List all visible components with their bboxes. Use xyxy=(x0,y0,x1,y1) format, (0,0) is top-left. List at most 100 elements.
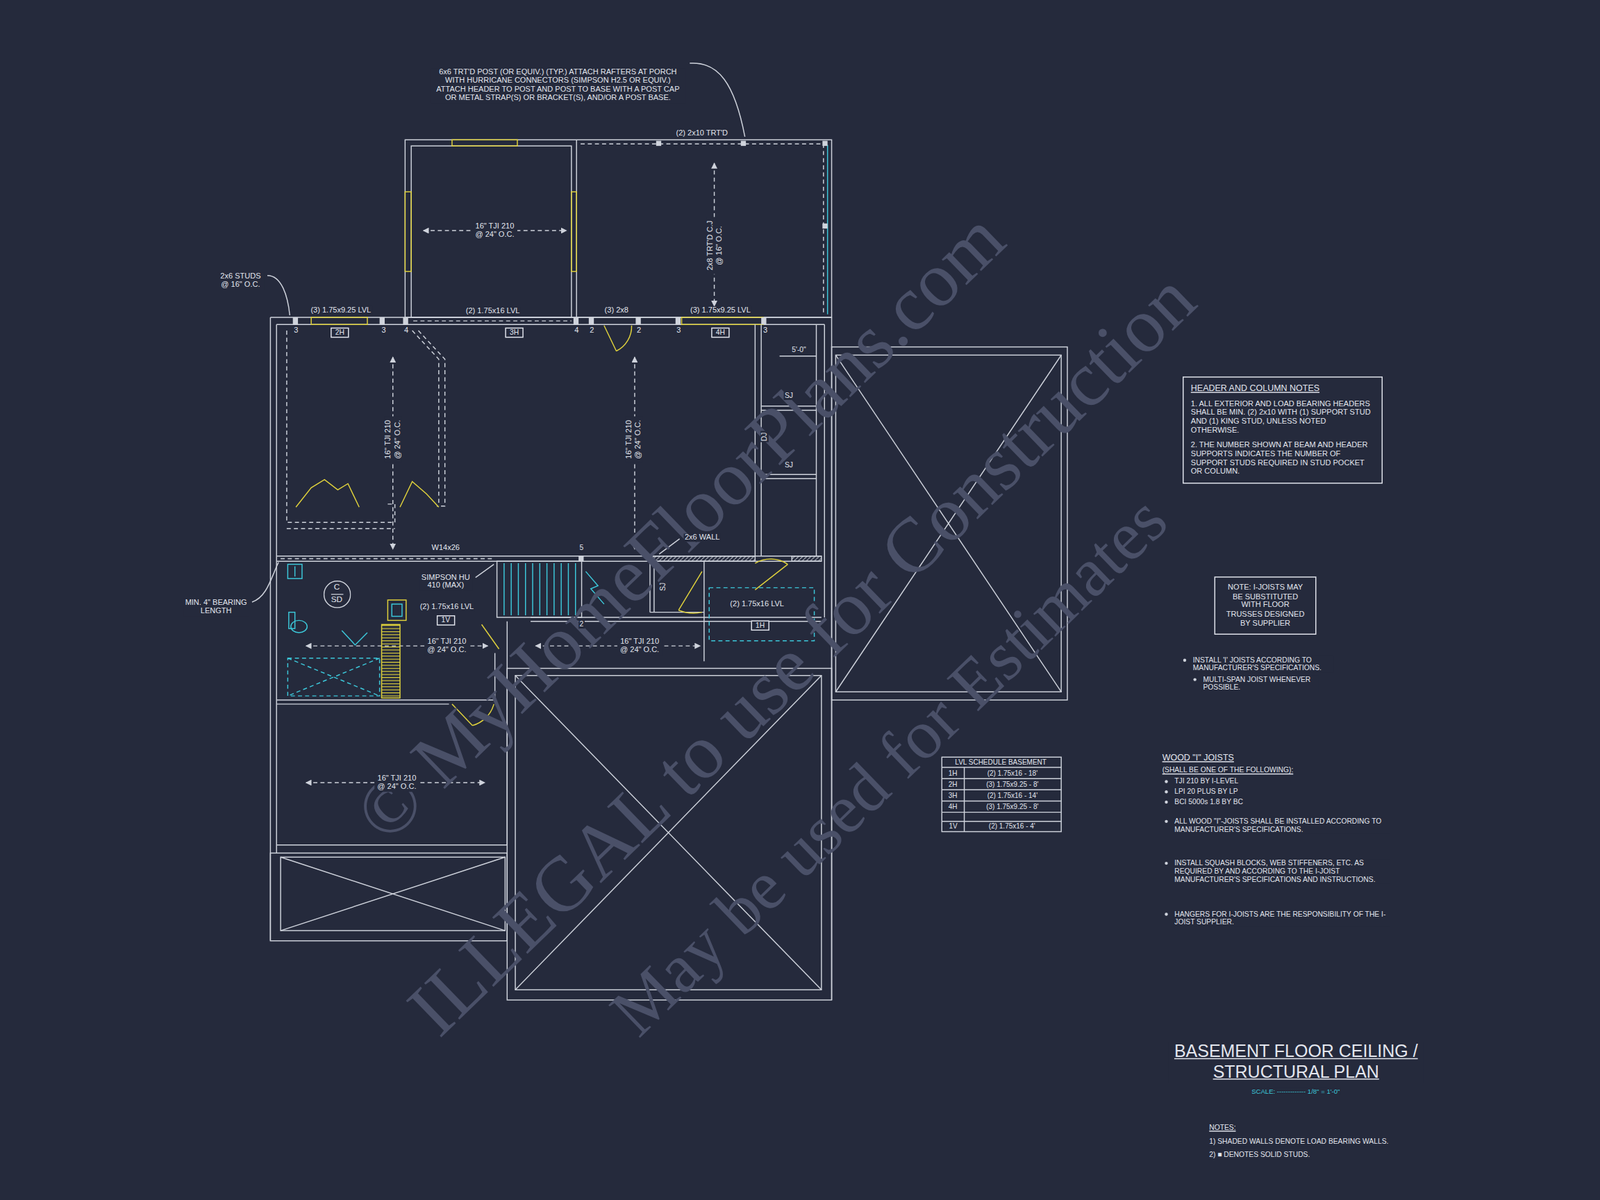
plan-line xyxy=(761,405,816,407)
plan-line xyxy=(280,558,496,560)
table-cell: (3) 1.75x9.25 - 8' xyxy=(985,779,1040,788)
plan-line xyxy=(400,481,439,508)
plan-line xyxy=(286,330,396,523)
note-heading: WOOD "I" JOISTS xyxy=(1161,752,1235,763)
plan-line xyxy=(835,354,1062,692)
plan-label: 16" TJI 210 @ 24" O.C. xyxy=(625,415,643,462)
plan-label: (2) 1.75x16 LVL xyxy=(464,306,521,316)
plan-line xyxy=(379,317,385,325)
stud-count: 3 xyxy=(675,325,682,335)
plan-line xyxy=(779,355,817,357)
plan-line xyxy=(515,675,822,991)
plan-line xyxy=(1164,912,1168,916)
plan-line xyxy=(270,317,271,941)
plan-line xyxy=(585,571,604,605)
plan-line xyxy=(506,621,508,846)
plan-line xyxy=(941,756,1062,832)
plan-line xyxy=(649,561,650,612)
plan-label: 16" TJI 210 @ 24" O.C. xyxy=(472,222,519,240)
header-tag: 3H xyxy=(504,327,525,339)
plan-line xyxy=(287,658,380,696)
plan-label: 16" TJI 210 @ 24" O.C. xyxy=(616,637,663,655)
plan-line xyxy=(791,556,822,562)
note-text: MULTI-SPAN JOIST WHENEVER POSSIBLE. xyxy=(1202,675,1319,693)
plan-line xyxy=(675,317,681,325)
stud-count: 2 xyxy=(588,325,596,335)
plan-line xyxy=(822,140,828,146)
plan-line xyxy=(681,317,764,325)
symbol-text: 2H xyxy=(335,327,345,337)
plan-line xyxy=(941,766,1062,768)
note-heading: NOTES: xyxy=(1208,1123,1237,1132)
plan-line xyxy=(761,474,816,475)
plan-line xyxy=(1193,677,1196,681)
plan-line xyxy=(941,811,1062,813)
symbol-text: 1H xyxy=(755,620,765,630)
plan-title: BASEMENT FLOOR CEILING / STRUCTURAL PLAN xyxy=(1168,1041,1424,1084)
plan-line xyxy=(452,139,518,146)
symbol-text: C xyxy=(334,583,340,592)
callout-note: 6x6 TRT'D POST (OR EQUIV.) (TYP.) ATTACH… xyxy=(430,68,686,104)
detector-divider xyxy=(330,593,344,595)
plan-label: SJ xyxy=(783,461,794,470)
header-tag: 2H xyxy=(329,327,350,339)
plan-line xyxy=(941,820,1062,822)
plan-line xyxy=(294,566,296,578)
stud-count: 3 xyxy=(762,325,769,335)
plan-line xyxy=(404,191,412,272)
plan-line xyxy=(276,699,495,700)
plan-line xyxy=(604,325,632,352)
plan-line xyxy=(252,562,279,603)
note-box: HEADER AND COLUMN NOTES 1. ALL EXTERIOR A… xyxy=(1182,376,1383,484)
note-text: 2) ■ DENOTES SOLID STUDS. xyxy=(1208,1150,1312,1160)
plan-line xyxy=(452,704,494,726)
plan-line xyxy=(411,145,572,318)
scale-note: SCALE: ------------- 1/8" = 1'-0" xyxy=(1250,1087,1341,1096)
plan-line xyxy=(831,347,1068,700)
note-text: INSTALL 'I' JOISTS ACCORDING TO MANUFACT… xyxy=(1191,656,1334,673)
plan-line xyxy=(824,324,825,618)
plan-line xyxy=(504,563,576,616)
plan-line xyxy=(754,559,788,590)
note-heading: HEADER AND COLUMN NOTES xyxy=(1190,383,1375,394)
plan-line xyxy=(1164,800,1168,804)
plan-line xyxy=(580,143,824,312)
plan-line xyxy=(413,320,572,321)
plan-line xyxy=(703,561,705,662)
plan-label: SJ xyxy=(783,391,794,400)
plan-line xyxy=(740,140,746,146)
stud-count: 5 xyxy=(578,543,585,553)
stud-count: 4 xyxy=(573,325,580,335)
note-text: LPI 20 PLUS BY LP xyxy=(1173,787,1239,796)
plan-label: 2x6 STUDS @ 16" O.C. xyxy=(217,272,264,290)
plan-line xyxy=(270,852,507,941)
plan-label: W14x26 xyxy=(430,543,461,553)
plan-line xyxy=(656,140,662,146)
watermark: May be used for Estimates xyxy=(596,482,1179,1048)
plan-line xyxy=(1164,779,1168,783)
plan-line xyxy=(659,538,680,555)
plan-line xyxy=(815,324,817,557)
note-text: 1. ALL EXTERIOR AND LOAD BEARING HEADERS… xyxy=(1190,400,1375,436)
detector-circle xyxy=(323,580,350,607)
note-text: HANGERS FOR I-JOISTS ARE THE RESPONSIBIL… xyxy=(1173,910,1391,928)
symbol-text: 4H xyxy=(715,327,725,337)
plan-line xyxy=(287,564,303,580)
plan-line xyxy=(481,624,500,649)
plan-line xyxy=(652,556,755,562)
plan-label: SJ xyxy=(659,581,668,592)
plan-line xyxy=(293,317,767,562)
plan-line xyxy=(709,587,814,641)
plan-line xyxy=(761,317,766,325)
plan-line xyxy=(573,317,579,325)
table-title: LVL SCHEDULE BASEMENT xyxy=(954,758,1048,766)
note-text: BCI 5000s 1.8 BY BC xyxy=(1173,797,1245,807)
plan-line xyxy=(941,800,1062,802)
table-cell: (2) 1.75x16 - 14' xyxy=(986,791,1039,800)
plan-line xyxy=(530,616,822,618)
plan-line xyxy=(822,223,828,229)
watermark: ILLEGAL to use for Construction xyxy=(393,257,1209,1049)
plan-line xyxy=(280,856,505,931)
plan-label: 16" TJI 210 @ 24" O.C. xyxy=(374,774,421,792)
note-text: TJI 210 BY I-LEVEL xyxy=(1173,777,1240,787)
